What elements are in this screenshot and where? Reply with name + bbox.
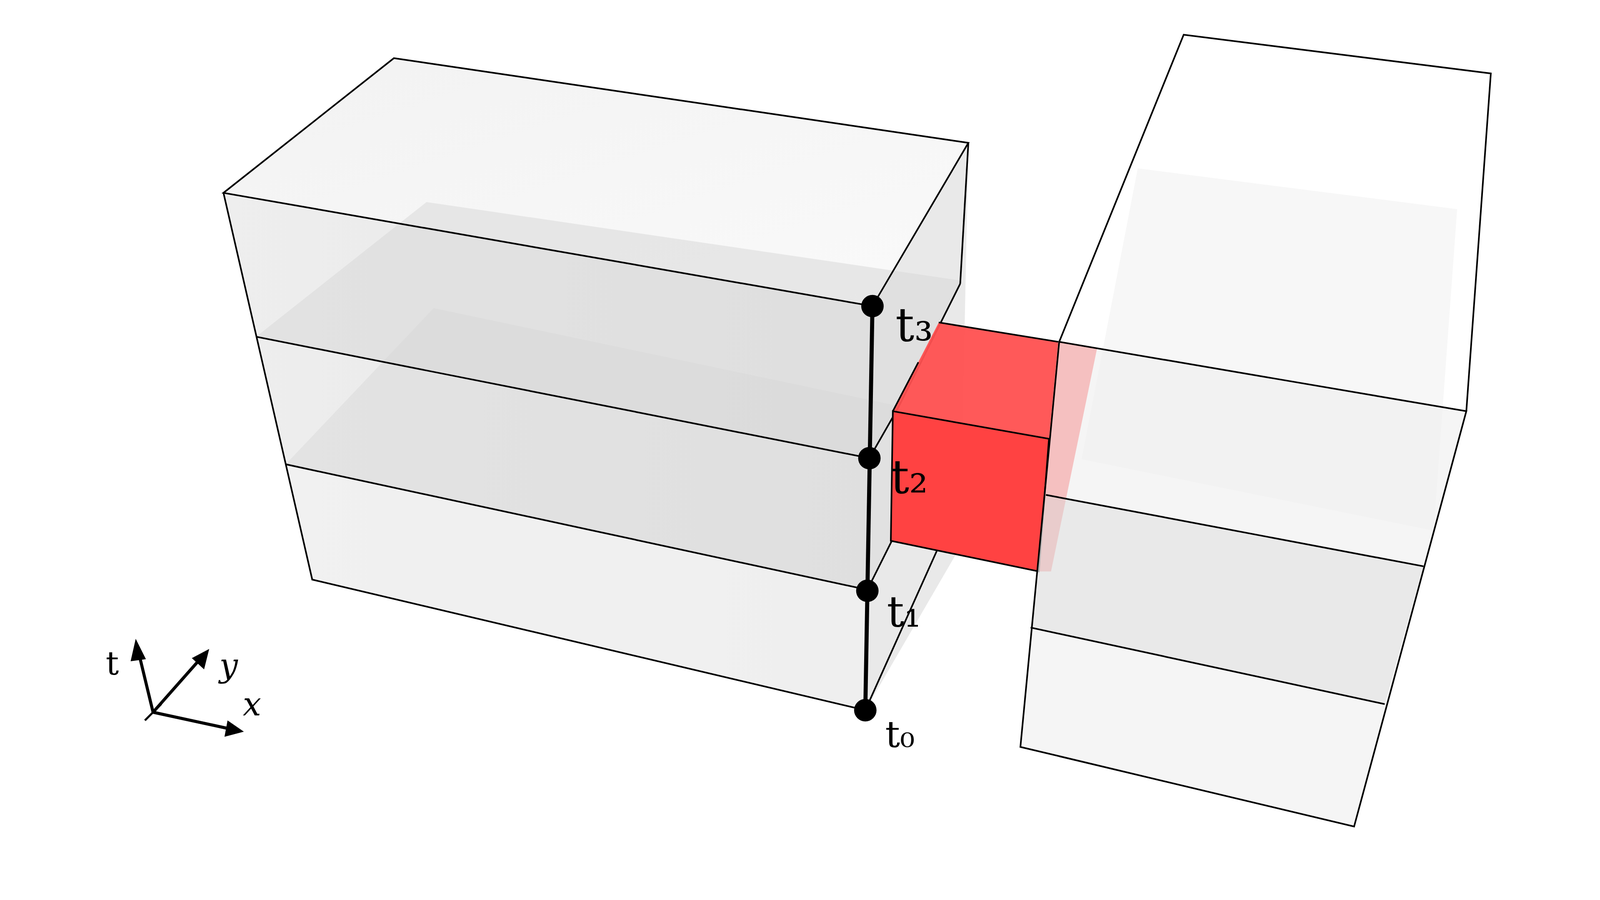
- edge: [1020, 341, 1467, 827]
- edge: [285, 464, 893, 590]
- arrowhead: [224, 720, 245, 737]
- time-label: t₁: [887, 590, 922, 634]
- edge: [1059, 34, 1491, 412]
- block-edges: [1020, 34, 1491, 827]
- lower-band: [285, 464, 868, 710]
- edge: [960, 142, 969, 284]
- front-face: [1020, 341, 1467, 827]
- edge: [938, 322, 1059, 343]
- edge: [865, 550, 937, 710]
- axis: [145, 704, 162, 721]
- edge: [1030, 627, 1385, 705]
- block-edges: [223, 58, 969, 711]
- time-dot: [858, 447, 881, 470]
- arrowhead: [130, 638, 146, 662]
- cube-edges: [890, 322, 1059, 572]
- left-block: [223, 58, 969, 711]
- axis-label: t: [105, 647, 120, 680]
- time-label: t₀: [885, 716, 915, 753]
- right-block: [1020, 34, 1491, 827]
- axis: [138, 652, 153, 713]
- time-label: t₃: [895, 300, 933, 348]
- time-dot: [854, 699, 877, 722]
- axes: [130, 638, 244, 737]
- time-label: t₂: [890, 452, 928, 500]
- edge: [223, 58, 969, 307]
- edge: [223, 192, 865, 711]
- arrowhead: [191, 649, 210, 670]
- time-dot: [861, 295, 884, 318]
- time-slice: [1030, 495, 1424, 705]
- axis-label: x: [242, 687, 262, 721]
- edge: [892, 362, 919, 412]
- axis-label: y: [219, 649, 238, 682]
- time-axis-line: [854, 295, 884, 722]
- time-dot: [856, 579, 879, 603]
- axis: [152, 712, 229, 729]
- edge: [1045, 495, 1424, 567]
- edge: [256, 336, 898, 458]
- worldline: [865, 306, 873, 711]
